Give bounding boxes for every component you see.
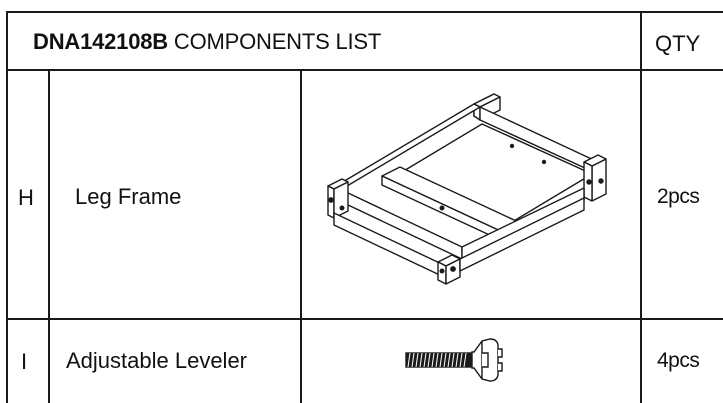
- qty-header: QTY: [655, 31, 701, 56]
- leg-frame-drawing: [327, 93, 607, 285]
- product-code: DNA142108B: [33, 29, 168, 54]
- table-title: DNA142108B COMPONENTS LIST: [33, 31, 381, 53]
- table-border-top: [6, 11, 723, 13]
- component-qty: 2pcs: [657, 185, 700, 208]
- leveler-screw-drawing: [405, 338, 503, 382]
- title-text: COMPONENTS LIST: [173, 29, 382, 54]
- row-letter: I: [21, 349, 28, 374]
- qty-column-divider: [640, 11, 642, 403]
- component-qty: 4pcs: [657, 349, 700, 372]
- component-name: Leg Frame: [75, 184, 182, 209]
- name-column-divider: [300, 69, 302, 403]
- component-name: Adjustable Leveler: [66, 348, 248, 373]
- table-border-left: [6, 11, 8, 403]
- header-divider: [6, 69, 723, 71]
- letter-column-divider: [48, 69, 50, 403]
- row-divider: [6, 318, 723, 320]
- row-letter: H: [18, 185, 34, 210]
